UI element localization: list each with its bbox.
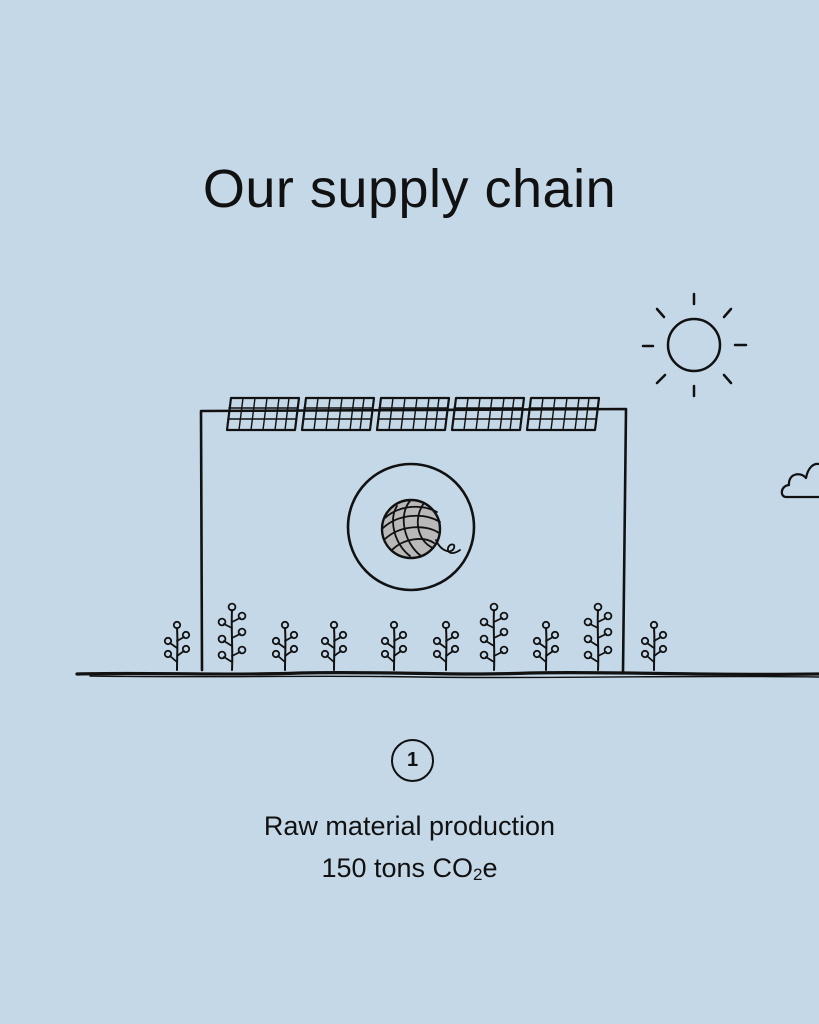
step-number-badge: 1 [391,739,434,782]
step-emissions-label: 150 tons CO2e [0,850,819,886]
solar-panel-icon [225,396,601,432]
emissions-suffix: e [482,853,498,883]
plant-icon [163,602,668,671]
sun-icon [641,292,748,398]
ground-line [75,670,819,679]
cloud-icon [780,462,819,499]
emissions-subscript: 2 [473,865,483,884]
canopy-frame [199,407,628,674]
step-stage-label: Raw material production [263,811,556,841]
page-title: Our supply chain [202,159,617,219]
emissions-value: 150 tons CO [321,853,474,883]
yarn-ball-icon [346,462,476,592]
